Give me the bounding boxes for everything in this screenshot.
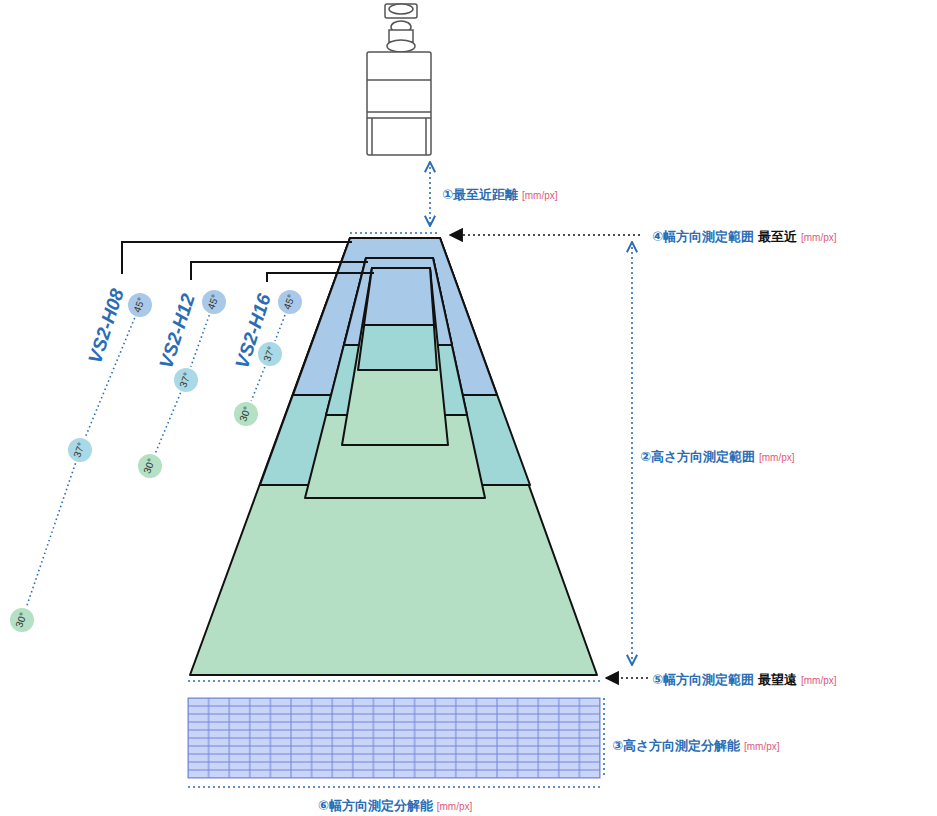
model-name: VS2-H12 xyxy=(156,291,198,370)
angle-circle: 37° xyxy=(68,438,92,462)
angle-text: 37° xyxy=(73,441,88,459)
angle-text: 45° xyxy=(207,293,222,311)
dimension-label: ①最至近距離 [mm/px] xyxy=(442,184,558,203)
label-text: ④幅方向測定範囲 xyxy=(652,229,754,244)
angle-text: 30° xyxy=(239,405,254,423)
dimension-label: ⑥幅方向測定分解能 [mm/px] xyxy=(318,795,473,814)
angle-text: 30° xyxy=(15,611,30,629)
angle-circle: 45° xyxy=(128,293,152,317)
dimension-label: ⑤幅方向測定範囲最望遠 [mm/px] xyxy=(652,669,837,688)
unit-text: [mm/px] xyxy=(437,801,473,812)
angle-leader xyxy=(251,367,265,401)
angle-circle: 45° xyxy=(278,290,302,314)
angle-circle: 45° xyxy=(202,290,226,314)
dimension-label: ④幅方向測定範囲最至近 [mm/px] xyxy=(652,226,837,245)
angle-leader xyxy=(27,463,76,607)
label-text: ⑥幅方向測定分解能 xyxy=(318,798,433,813)
model-name: VS2-H08 xyxy=(85,286,127,365)
angle-text: 45° xyxy=(283,293,298,311)
camera xyxy=(367,4,431,155)
angle-circle: 30° xyxy=(234,402,258,426)
dimension-line xyxy=(188,162,648,787)
angle-text: 37° xyxy=(179,371,194,389)
angle-text: 45° xyxy=(133,296,148,314)
label-text: ①最至近距離 xyxy=(442,187,518,202)
angle-circle: 30° xyxy=(10,608,34,632)
angle-circle: 30° xyxy=(138,454,162,478)
label-text: 最至近 xyxy=(758,229,797,244)
model-leader xyxy=(122,242,374,282)
angle-leader xyxy=(191,315,210,367)
angle-circle: 37° xyxy=(258,342,282,366)
dimension-label: ③高さ方向測定分解能 [mm/px] xyxy=(612,735,780,754)
label-text: 最望遠 xyxy=(758,672,797,687)
unit-text: [mm/px] xyxy=(759,452,795,463)
field-h16 xyxy=(342,268,448,445)
unit-text: [mm/px] xyxy=(801,232,837,243)
label-text: ②高さ方向測定範囲 xyxy=(640,449,755,464)
angle-leader xyxy=(275,315,285,341)
unit-text: [mm/px] xyxy=(744,741,780,752)
label-text: ⑤幅方向測定範囲 xyxy=(652,672,754,687)
angle-text: 30° xyxy=(143,457,158,475)
field-h12 xyxy=(305,258,485,498)
angle-circle: 37° xyxy=(174,368,198,392)
angle-text: 37° xyxy=(263,345,278,363)
pixel-grid xyxy=(188,698,600,778)
unit-text: [mm/px] xyxy=(522,190,558,201)
field-h08 xyxy=(190,238,597,675)
label-text: ③高さ方向測定分解能 xyxy=(612,738,740,753)
dimension-label: ②高さ方向測定範囲 [mm/px] xyxy=(640,446,795,465)
angle-leader xyxy=(155,393,180,453)
unit-text: [mm/px] xyxy=(801,675,837,686)
